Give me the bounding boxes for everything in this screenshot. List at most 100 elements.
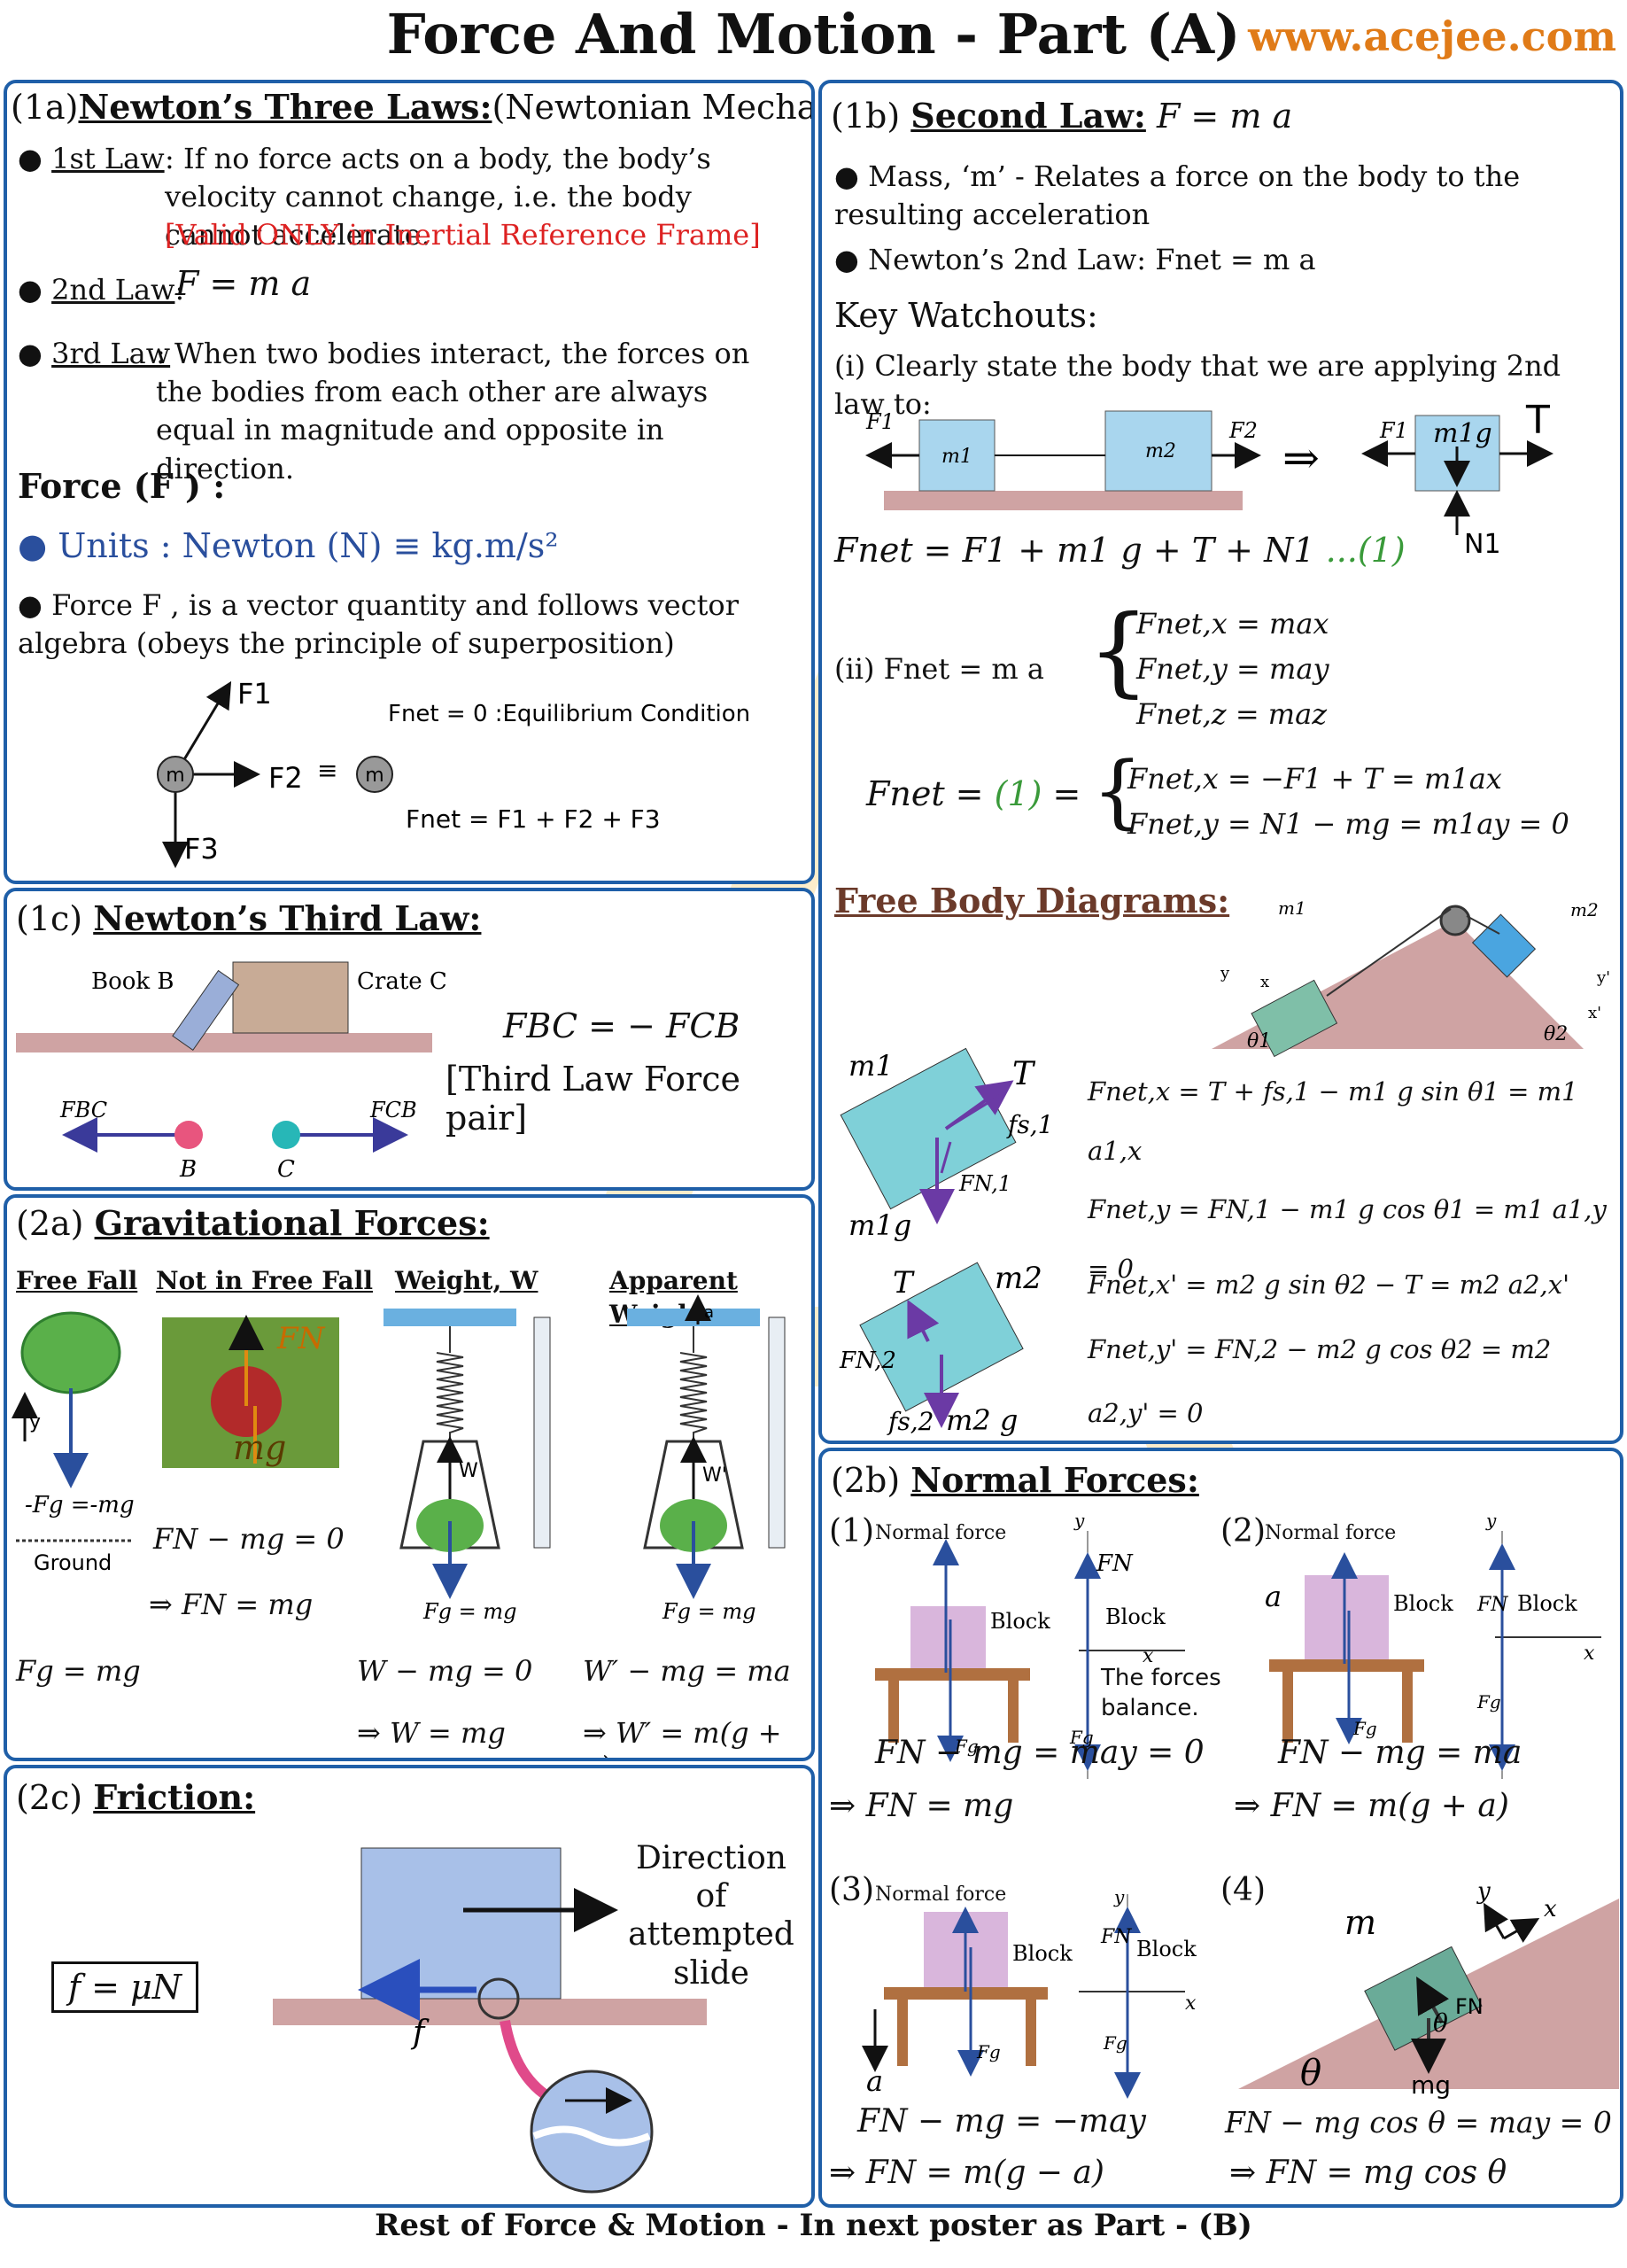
floor <box>884 491 1243 510</box>
fbd-m1-equations: Fnet,x = T + fs,1 − m1 g sin θ1 = m1 a1,… <box>1088 1076 1607 1285</box>
eq-aw-1: W′ − mg = ma <box>583 1654 791 1688</box>
case-1-diagram: Block Fg FN Block x y Fg <box>875 1510 1185 1779</box>
law3-text: : When two bodies interact, the forces o… <box>156 337 750 485</box>
components-list: Fnet,x = max Fnet,y = may Fnet,z = maz <box>1136 602 1329 738</box>
case1-block <box>910 1606 986 1668</box>
ruler-w <box>533 1317 551 1549</box>
case2-x: x <box>1584 1643 1595 1665</box>
section-tag: (2b) <box>831 1461 901 1500</box>
case1-fg: Fg <box>954 1736 979 1757</box>
law2-bullet: ● 2nd Law: <box>18 273 185 307</box>
case4-eq2: ⇒ FN = mg cos θ <box>1229 2155 1507 2191</box>
case2-block <box>1305 1575 1389 1659</box>
section-2b-normal-forces: (2b) Normal Forces: (1) Normal force Blo… <box>818 1448 1623 2208</box>
case3-table <box>884 1987 1048 2000</box>
crate-label: Crate C <box>357 968 447 995</box>
mass-label: m <box>166 765 184 787</box>
mass-ball <box>157 756 194 793</box>
b-label: B <box>179 1156 197 1183</box>
fbd-T-label: T <box>1012 1056 1036 1092</box>
case4-m: m <box>1344 1903 1376 1942</box>
newton2-text: ● Newton’s 2nd Law: Fnet = m a <box>834 243 1316 276</box>
case2-table <box>1269 1659 1424 1672</box>
case3-x: x <box>1185 1992 1197 2015</box>
fcb-label: FCB <box>369 1098 417 1122</box>
melon-falling <box>20 1311 121 1394</box>
eq-nff-2: ⇒ FN = mg <box>149 1588 314 1621</box>
third-law-pair: [Third Law Force pair] <box>445 1060 740 1138</box>
vector-text: ● Force F , is a vector quantity and fol… <box>18 588 739 661</box>
comp2-x: Fnet,x = −F1 + T = m1ax <box>1127 762 1502 796</box>
fbd-FN1-label: FN,1 <box>958 1171 1011 1196</box>
section-subheading: (Newtonian Mechanics) <box>492 88 815 127</box>
fbd-m2: T m2 FN,2 fs,2 m2 g <box>839 1261 1042 1437</box>
case2-y: y <box>1485 1510 1497 1531</box>
section-tag: (1b) <box>831 97 901 136</box>
law1-text: : If no force acts on a body, the body’s… <box>165 142 711 252</box>
units-line: ● Units : Newton (N) ≡ kg.m/s² <box>18 526 559 565</box>
eq-nff-1: FN − mg = 0 <box>153 1522 345 1556</box>
eq-w-1: W − mg = 0 <box>357 1654 533 1688</box>
comp-z: Fnet,z = maz <box>1136 697 1328 732</box>
case4-theta-1: θ <box>1433 2008 1448 2038</box>
fbd-m2g-label: m2 g <box>946 1403 1018 1437</box>
mg-label: mg <box>233 1428 286 1467</box>
equiv-sign: ≡ <box>317 756 337 785</box>
fbd-m2-label: m2 <box>995 1261 1042 1296</box>
footer-note: Rest of Force & Motion - In next poster … <box>375 2208 1252 2243</box>
components-list-2: Fnet,x = −F1 + T = m1ax Fnet,y = N1 − mg… <box>1127 757 1569 847</box>
mass-label-2: m <box>365 765 384 787</box>
case1-y: y <box>1073 1510 1085 1531</box>
key-watchouts: Key Watchouts: <box>834 296 1098 335</box>
col-not-free-fall: Not in Free Fall <box>156 1266 373 1295</box>
ceiling-w <box>384 1309 516 1326</box>
comp-y: Fnet,y = may <box>1136 652 1329 687</box>
a-label: a <box>704 1303 714 1322</box>
section-heading: Second Law: <box>910 96 1146 136</box>
pulley <box>1439 905 1471 936</box>
case4-y: y <box>1476 1878 1491 1905</box>
fbd-T2-label: T <box>893 1265 915 1301</box>
superposition-diagram: m F1 F2 F3 ≡ m Fnet = F1 + F2 + F3 Fnet … <box>157 677 750 868</box>
law3-bullet: ● 3rd Law <box>18 337 171 370</box>
law2-label: 2nd Law <box>51 273 175 307</box>
case3-block-label: Block <box>1012 1941 1073 1966</box>
friction-eq: f = μN <box>51 1961 199 2013</box>
y-axis: y <box>1220 964 1230 983</box>
floor <box>273 1999 707 2025</box>
incline-m2: m2 <box>1570 899 1599 920</box>
case2-eq1: FN − mg = ma <box>1278 1735 1522 1771</box>
f3-label: F3 <box>184 832 219 866</box>
fbd-heading: Free Body Diagrams: <box>834 881 1230 920</box>
gravity-diagrams: y -Fg =-mg Ground FN mg W Fg = mg a W' F… <box>11 1294 786 1624</box>
section-2c-friction: (2c) Friction: f = μN f Direction of att… <box>4 1765 815 2208</box>
friction-block <box>360 1847 562 2000</box>
case2-fg: Fg <box>1352 1718 1377 1739</box>
section-2a-gravitational-forces: (2a) Gravitational Forces: Free Fall Not… <box>4 1194 815 1761</box>
section-1a-newtons-laws: (1a)Newton’s Three Laws:(Newtonian Mecha… <box>4 80 815 884</box>
incline-m1: m1 <box>1278 897 1306 919</box>
mass-text: ● Mass, ‘m’ - Relates a force on the bod… <box>834 159 1521 232</box>
block-m1 <box>918 419 996 492</box>
fbd-fs2-label: fs,2 <box>887 1407 934 1436</box>
site-url[interactable]: www.acejee.com <box>1248 12 1616 60</box>
case2-block-label-2: Block <box>1517 1591 1577 1616</box>
incline-diagram: m1 m2 θ1 θ2 y x y' x' <box>1212 897 1610 1058</box>
theta1: θ1 <box>1247 1030 1271 1052</box>
m2-label: m2 <box>1145 440 1176 462</box>
x-axis: x <box>1260 973 1269 991</box>
fbd-fs1-label: fs,1 <box>1006 1110 1053 1139</box>
case3-block-label-2: Block <box>1136 1937 1197 1961</box>
book-b <box>172 969 240 1052</box>
case2-fn: FN <box>1476 1594 1508 1616</box>
fbd-FN2-label: FN,2 <box>839 1348 896 1374</box>
case3-fn: FN <box>1100 1926 1132 1948</box>
case1-balance: The forces balance. <box>1101 1665 1221 1721</box>
fbd-m1: m1 T fs,1 FN,1 m1g <box>840 1047 1053 1242</box>
ceiling-aw <box>627 1309 760 1326</box>
yp-axis: y' <box>1596 968 1610 987</box>
case4-theta-2: θ <box>1300 2053 1321 2093</box>
fbd-m1g-label: m1g <box>848 1208 911 1242</box>
case-3-nf: Normal force <box>875 1884 1007 1906</box>
m1-label: m1 <box>941 446 972 468</box>
